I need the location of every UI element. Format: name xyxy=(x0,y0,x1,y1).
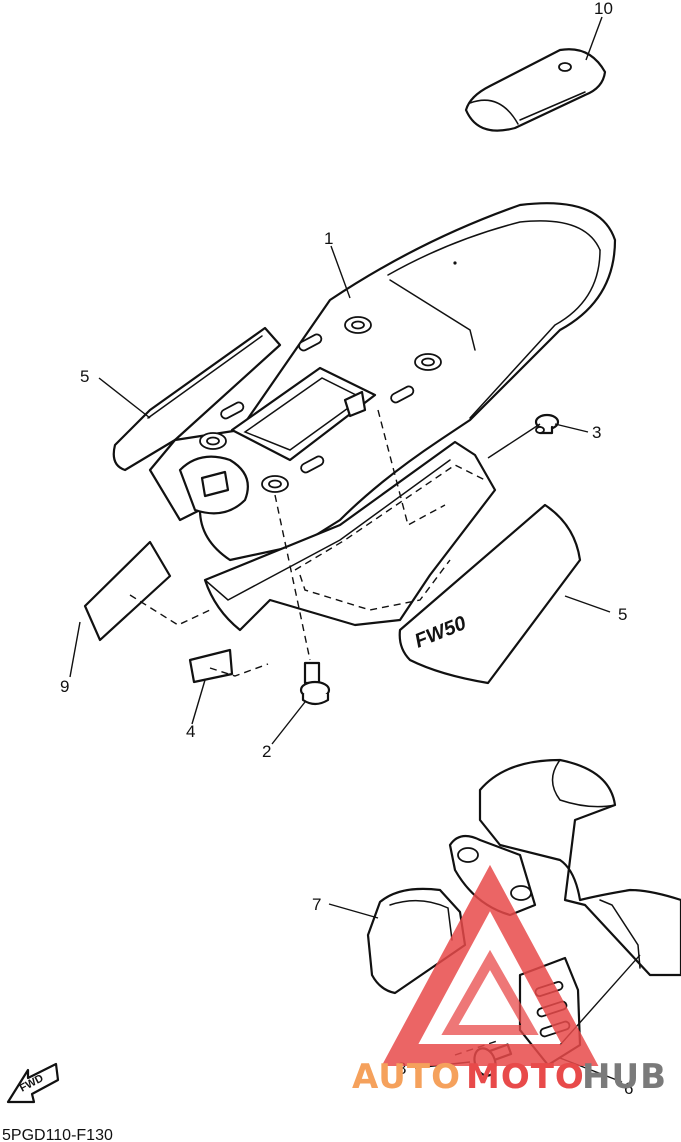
watermark-moto: MOTO xyxy=(466,1057,585,1097)
assembly-lines xyxy=(129,409,501,1056)
part-9-decal xyxy=(83,540,172,642)
part-4-pad xyxy=(188,648,234,684)
callout-2: 2 xyxy=(262,742,271,761)
part-5-left-panel xyxy=(112,326,282,472)
part-1-rear-fender xyxy=(148,202,617,632)
callout-9: 9 xyxy=(60,677,69,696)
callout-4: 4 xyxy=(186,722,195,741)
callout-8: 8 xyxy=(397,1059,406,1078)
callout-10: 10 xyxy=(594,0,613,18)
frame-section xyxy=(448,758,681,977)
callouts: 10 1 5 3 5 9 4 2 7 8 6 xyxy=(60,0,633,1098)
watermark-hub: HUB xyxy=(582,1057,667,1097)
part-2-bolt xyxy=(299,661,331,706)
watermark-logo: AUTO MOTO HUB xyxy=(352,864,667,1097)
part-3-bolt xyxy=(534,413,560,435)
part-5-right-panel: FW50 xyxy=(398,503,582,685)
fwd-arrow-icon: FWD xyxy=(6,1062,60,1104)
callout-7: 7 xyxy=(312,895,321,914)
callout-5-left: 5 xyxy=(80,367,89,386)
callout-1: 1 xyxy=(324,229,333,248)
callout-5-right: 5 xyxy=(618,605,627,624)
callout-6: 6 xyxy=(624,1079,633,1098)
callout-3: 3 xyxy=(592,423,601,442)
diagram-code: 5PGD110-F130 xyxy=(2,1127,113,1142)
watermark-auto: AUTO xyxy=(352,1057,461,1097)
part-10-pad xyxy=(464,48,607,132)
